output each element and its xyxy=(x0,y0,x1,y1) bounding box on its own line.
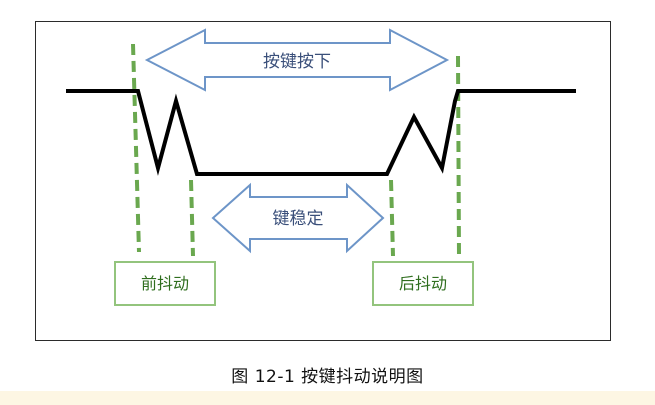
key-stable-arrow xyxy=(211,182,385,254)
figure-caption: 图 12-1 按键抖动说明图 xyxy=(231,367,424,387)
front-bounce-label: 前抖动 xyxy=(141,274,189,293)
front-bounce-end-marker xyxy=(189,179,195,257)
key-pressed-arrow xyxy=(144,28,450,92)
front-bounce-start-marker xyxy=(131,43,141,253)
key-signal-waveform xyxy=(66,89,576,176)
rear-bounce-label: 后抖动 xyxy=(399,274,447,293)
rear-bounce-box xyxy=(372,261,474,306)
key-stable-label: 键稳定 xyxy=(273,209,324,229)
page-bottom-strip xyxy=(0,391,655,405)
key-pressed-label: 按键按下 xyxy=(263,52,331,72)
rear-bounce-start-marker xyxy=(389,179,395,257)
rear-bounce-end-marker xyxy=(456,55,461,259)
front-bounce-box xyxy=(114,261,216,306)
